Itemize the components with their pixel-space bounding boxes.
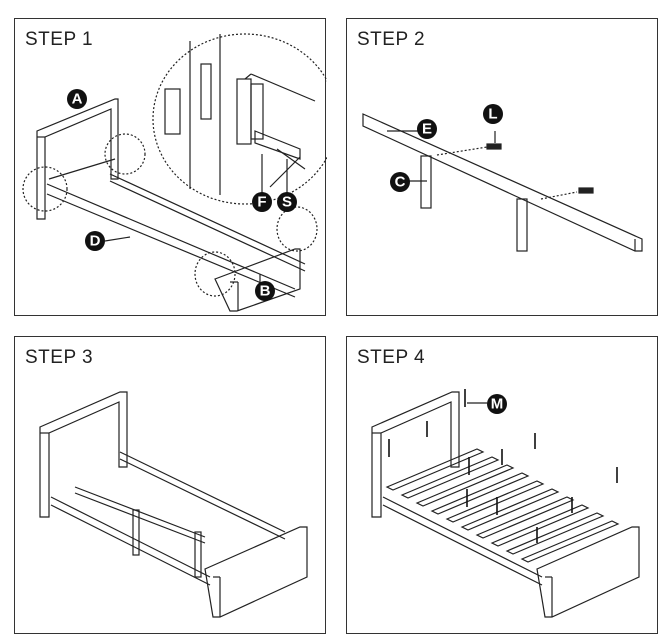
- svg-text:S: S: [282, 194, 292, 211]
- step-4-illustration: [371, 389, 640, 618]
- step-1-illustration: [22, 33, 327, 312]
- bolt-icon: [486, 143, 502, 150]
- part-label-b: B: [255, 281, 275, 301]
- svg-text:A: A: [72, 91, 83, 108]
- step-2-labels: E L C: [390, 104, 503, 192]
- step-1-panel: A D B F S STEP 1: [14, 18, 327, 316]
- step-2-panel: E L C STEP 2: [346, 18, 658, 316]
- center-rail: [362, 113, 643, 252]
- svg-text:L: L: [488, 106, 497, 123]
- part-label-a: A: [67, 89, 87, 109]
- headboard: [371, 391, 460, 518]
- svg-text:D: D: [90, 233, 101, 250]
- svg-text:C: C: [395, 174, 406, 191]
- step-4-labels: M: [487, 394, 507, 414]
- support-leg: [516, 198, 528, 252]
- step-title: STEP 3: [25, 347, 94, 368]
- screws: [388, 389, 618, 543]
- svg-text:B: B: [260, 283, 271, 300]
- detail-callout-circle: [152, 33, 327, 205]
- step-3-panel: STEP 3: [14, 336, 326, 634]
- part-label-c: C: [390, 172, 410, 192]
- part-label-e: E: [417, 119, 437, 139]
- part-label-s: S: [277, 192, 297, 212]
- bracket: [200, 63, 212, 120]
- step-title: STEP 2: [357, 29, 426, 50]
- svg-text:M: M: [491, 396, 504, 413]
- step-1-labels: A D B F S: [67, 89, 297, 301]
- svg-text:E: E: [422, 121, 432, 138]
- bolt-icon: [578, 187, 594, 194]
- svg-text:F: F: [257, 194, 266, 211]
- footboard: [536, 526, 640, 618]
- part-label-l: L: [483, 104, 503, 124]
- step-title: STEP 4: [357, 347, 426, 368]
- step-2-illustration: [362, 113, 643, 252]
- step-4-panel: M STEP 4: [346, 336, 658, 634]
- footboard: [204, 526, 308, 618]
- part-label-d: D: [85, 231, 105, 251]
- step-3-illustration: [39, 391, 308, 618]
- step-title: STEP 1: [25, 29, 94, 50]
- slats: [385, 448, 620, 563]
- part-label-f: F: [252, 192, 272, 212]
- support-leg: [420, 155, 432, 209]
- part-label-m: M: [487, 394, 507, 414]
- headboard: [39, 391, 128, 518]
